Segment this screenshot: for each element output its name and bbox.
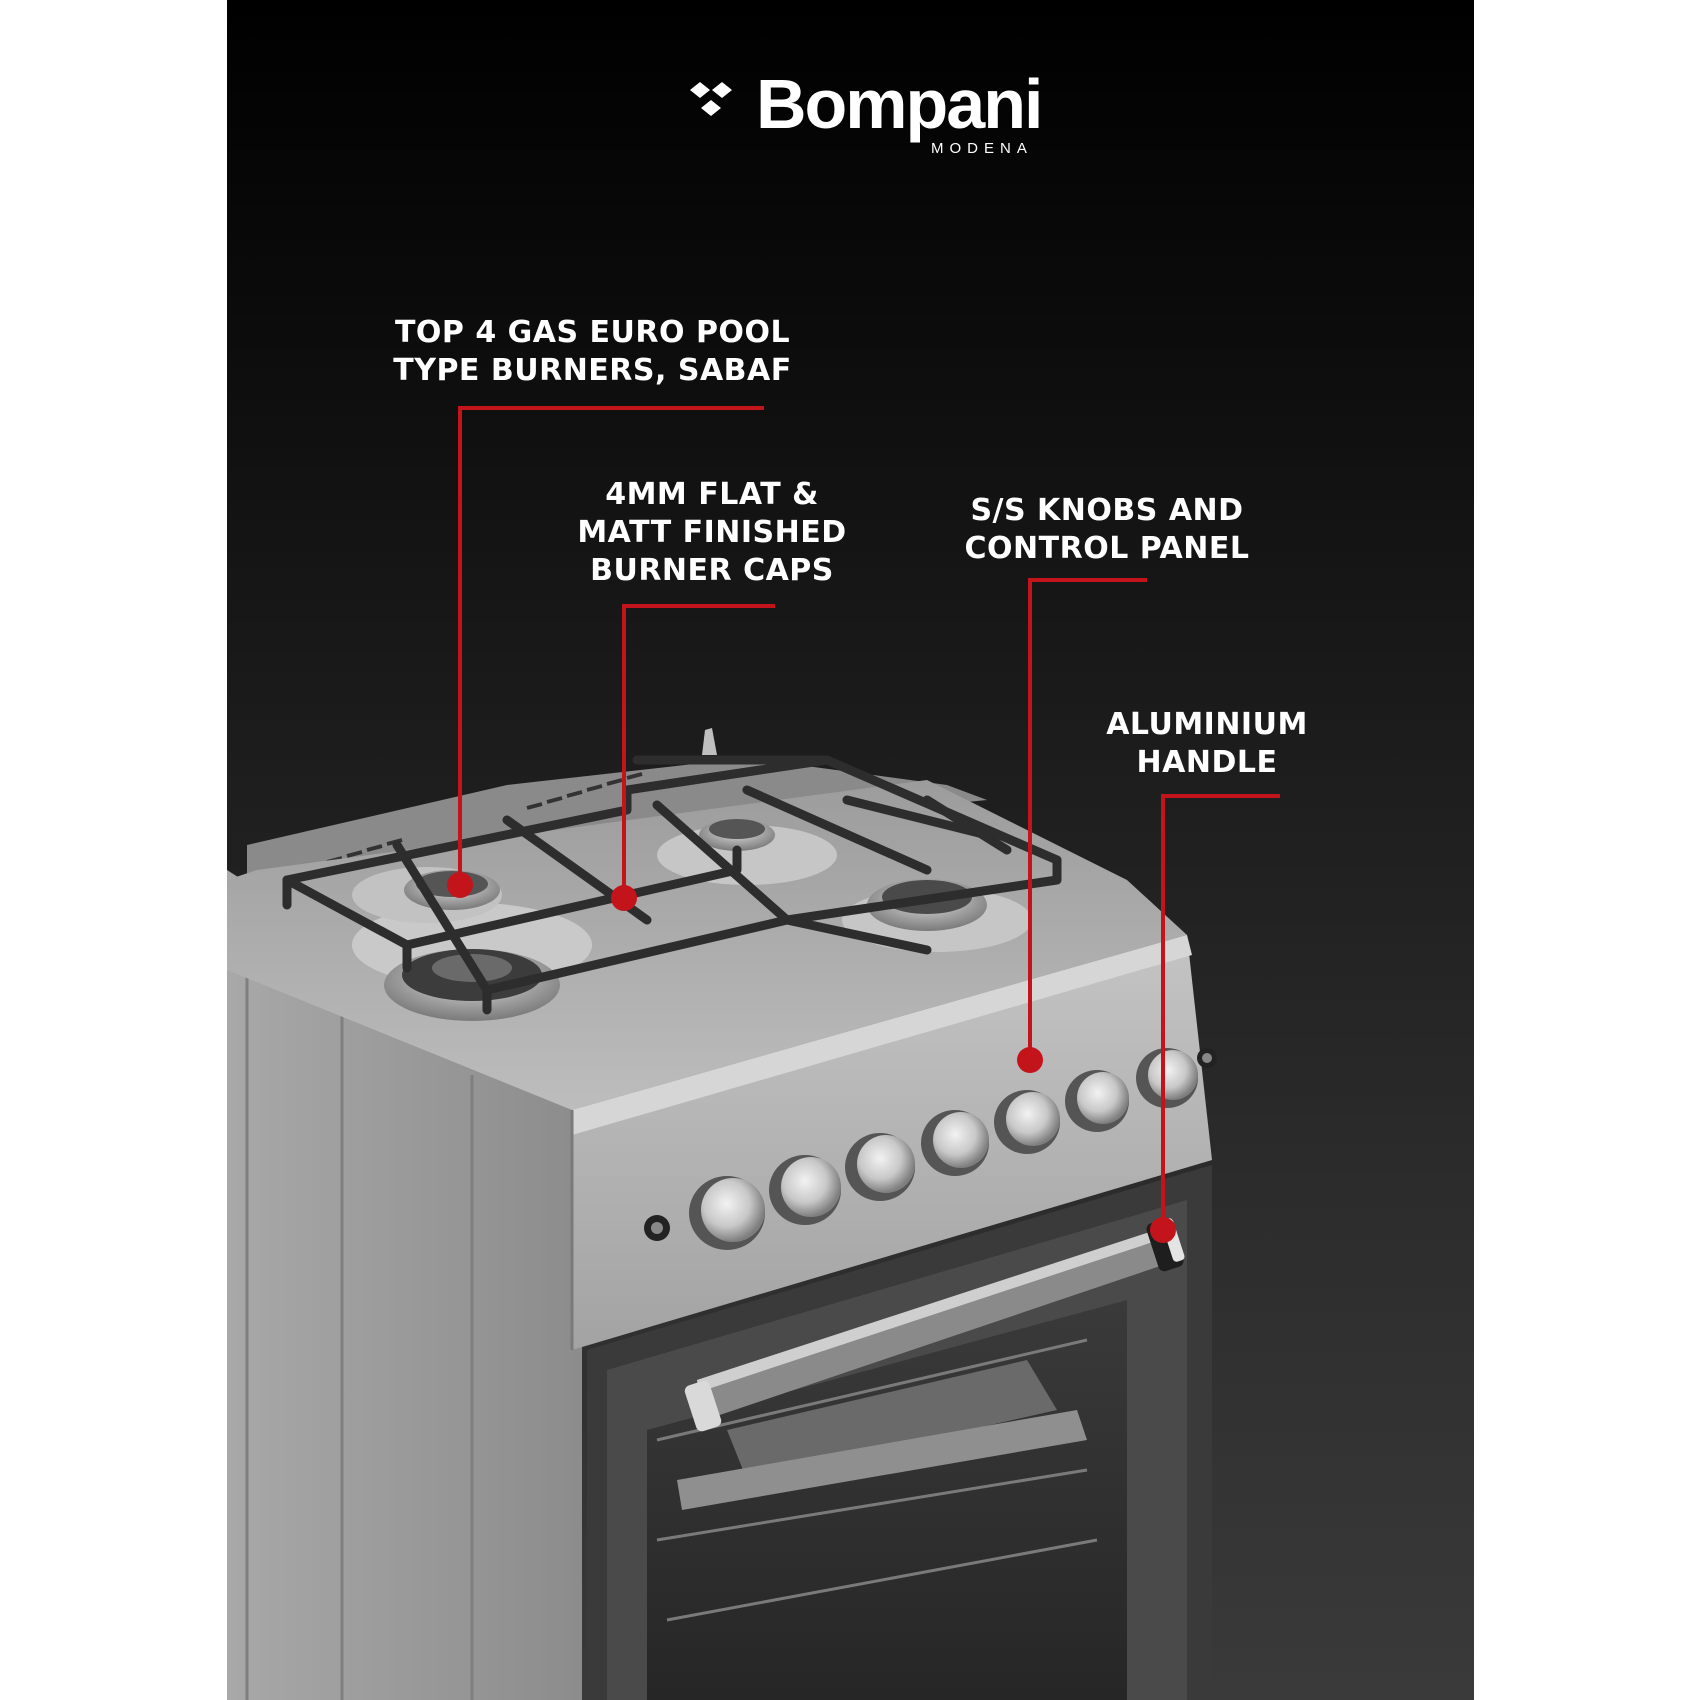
callout-caps-line-2: MATT FINISHED [577,515,847,550]
marker-dot-caps [611,885,637,911]
callout-burners-line-1: TOP 4 GAS EURO POOL [394,315,791,350]
brand-logo: Bompani [682,65,1202,170]
callout-burners-line-2: TYPE BURNERS, SABAF [393,353,792,388]
callout-leaders [447,406,1280,1243]
leader-line-handle [1161,794,1280,1230]
brand-diamond-icon [690,82,732,116]
callout-knobs: S/S KNOBS AND CONTROL PANEL [957,492,1257,568]
callout-handle: ALUMINIUM HANDLE [1097,706,1317,782]
callout-knobs-line-1: S/S KNOBS AND [970,493,1244,528]
callout-knobs-line-2: CONTROL PANEL [964,531,1250,566]
callout-burners: TOP 4 GAS EURO POOL TYPE BURNERS, SABAF [375,314,810,390]
product-image-panel: Bompani MODENA TOP 4 GAS EURO POOL TYPE … [227,0,1474,1700]
callout-caps: 4MM FLAT & MATT FINISHED BURNER CAPS [562,476,862,590]
callout-caps-line-3: BURNER CAPS [590,553,834,588]
leader-line-caps [622,604,775,898]
marker-dot-burners [447,872,473,898]
gas-stove-illustration [227,728,1217,1700]
callout-handle-line-2: HANDLE [1136,745,1278,780]
brand-name: Bompani [756,65,1043,143]
brand-subtitle: MODENA [931,140,1033,157]
callout-caps-line-1: 4MM FLAT & [605,477,819,512]
marker-dot-knobs [1017,1047,1043,1073]
leader-line-burners [458,406,764,885]
callout-handle-line-1: ALUMINIUM [1106,707,1308,742]
marker-dot-handle [1150,1217,1176,1243]
leader-line-knobs [1028,578,1147,1060]
